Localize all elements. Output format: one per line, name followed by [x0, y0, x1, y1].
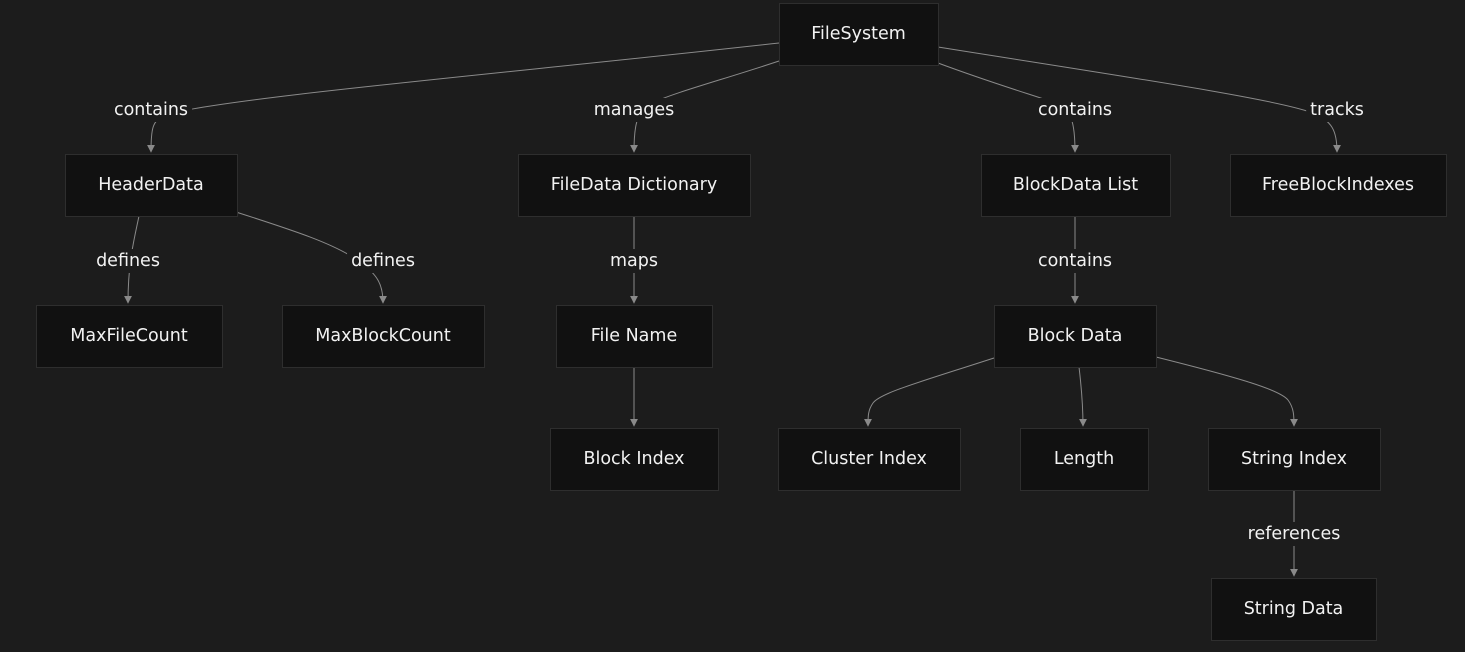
node-label: FileSystem — [811, 24, 906, 44]
node-label: MaxFileCount — [70, 326, 188, 346]
edge-label-background — [1243, 522, 1345, 546]
node-blockdata: Block Data — [994, 305, 1157, 368]
node-box — [36, 305, 223, 368]
edge-label-references: references — [1248, 524, 1341, 544]
node-box — [518, 154, 751, 217]
node-length: Length — [1020, 428, 1149, 491]
node-label: String Index — [1241, 449, 1347, 469]
edge-blockdata-to-stringindex — [1155, 356, 1298, 427]
edge-blockdata-to-length — [1078, 366, 1087, 427]
node-blockdatalist: BlockData List — [981, 154, 1171, 217]
node-box — [65, 154, 238, 217]
node-box — [981, 154, 1171, 217]
node-label: HeaderData — [98, 175, 204, 195]
edge-label-defines: defines — [351, 251, 415, 271]
edge-label-background — [1306, 98, 1368, 122]
node-label: FreeBlockIndexes — [1262, 175, 1414, 195]
node-box — [779, 3, 939, 66]
node-stringdata: String Data — [1211, 578, 1377, 641]
node-label: FileData Dictionary — [551, 175, 717, 195]
node-box — [556, 305, 713, 368]
edge-label-defines: defines — [96, 251, 160, 271]
node-box — [1020, 428, 1149, 491]
edge-label-background — [92, 249, 164, 273]
edge-label-manages: manages — [594, 100, 675, 120]
node-headerdata: HeaderData — [65, 154, 238, 217]
node-box — [1230, 154, 1447, 217]
node-box — [282, 305, 485, 368]
edge-blockdata-to-clusterindex — [864, 357, 995, 427]
node-maxfile: MaxFileCount — [36, 305, 223, 368]
edge-label-background — [606, 249, 662, 273]
edge-label-background — [589, 98, 679, 122]
node-filesystem: FileSystem — [779, 3, 939, 66]
node-blockindex: Block Index — [550, 428, 719, 491]
edge-label-maps: maps — [610, 251, 658, 271]
edge-filesystem-to-headerdata — [147, 42, 780, 153]
edge-label-contains: contains — [114, 100, 188, 120]
edge-label-tracks: tracks — [1310, 100, 1364, 120]
node-filedata: FileData Dictionary — [518, 154, 751, 217]
node-filename: File Name — [556, 305, 713, 368]
node-label: File Name — [591, 326, 677, 346]
node-label: Cluster Index — [811, 449, 927, 469]
node-maxblock: MaxBlockCount — [282, 305, 485, 368]
node-box — [1211, 578, 1377, 641]
node-box — [778, 428, 961, 491]
node-freeblock: FreeBlockIndexes — [1230, 154, 1447, 217]
node-clusterindex: Cluster Index — [778, 428, 961, 491]
node-label: MaxBlockCount — [315, 326, 451, 346]
node-box — [550, 428, 719, 491]
edge-label-contains: contains — [1038, 251, 1112, 271]
edge-labels-layer: contains manages contains tracks defines defi… — [92, 98, 1368, 546]
node-box — [1208, 428, 1381, 491]
edge-label-background — [1033, 249, 1117, 273]
edge-label-background — [109, 98, 193, 122]
node-label: Block Data — [1028, 326, 1123, 346]
edge-label-contains: contains — [1038, 100, 1112, 120]
node-label: BlockData List — [1013, 175, 1138, 195]
edge-label-background — [1033, 98, 1117, 122]
edge-label-background — [347, 249, 419, 273]
node-label: Length — [1054, 449, 1114, 469]
edge-filesystem-to-freeblock — [937, 46, 1341, 153]
node-label: String Data — [1244, 599, 1344, 619]
node-box — [994, 305, 1157, 368]
node-stringindex: String Index — [1208, 428, 1381, 491]
node-label: Block Index — [583, 449, 684, 469]
